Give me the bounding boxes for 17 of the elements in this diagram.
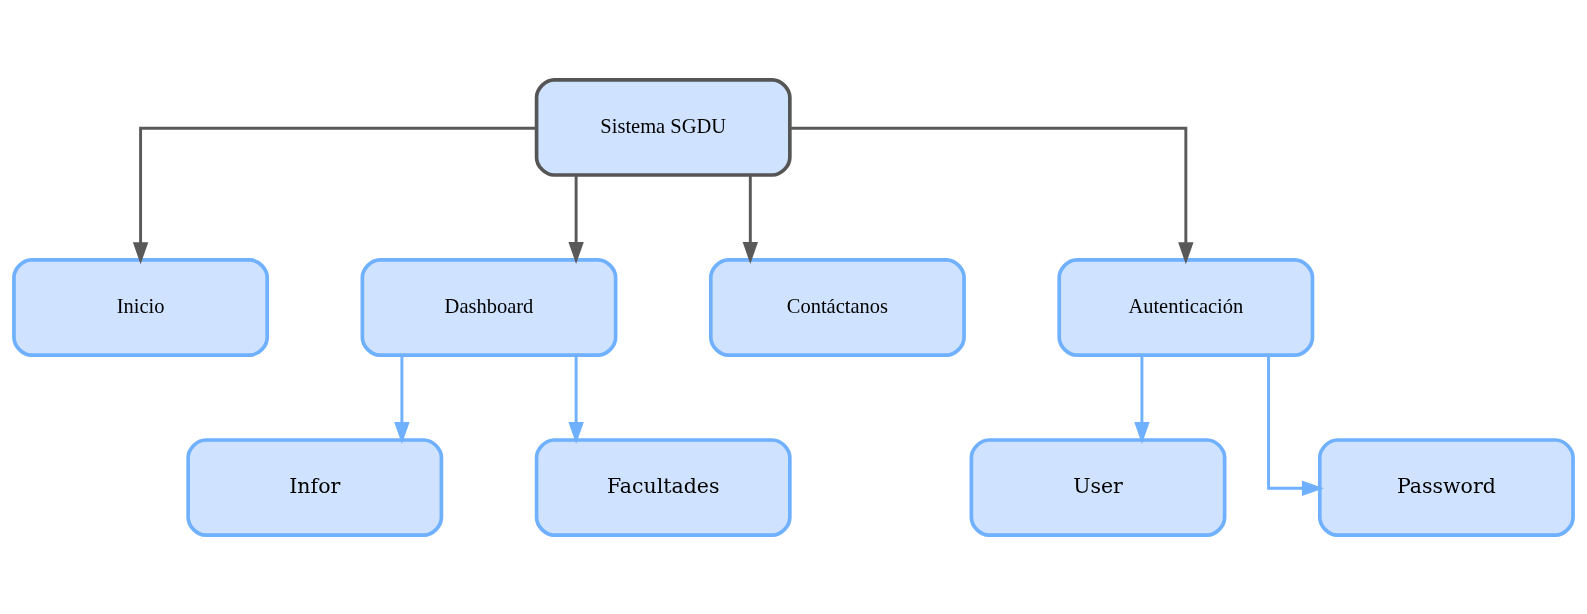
arrow — [1134, 354, 1150, 444]
arrow — [790, 126, 1194, 264]
arrow — [568, 354, 584, 444]
node-box: Dashboard — [360, 257, 618, 357]
node-box: Inicio — [12, 257, 270, 357]
node-box: Infor — [186, 437, 444, 537]
node-box: Autenticación — [1057, 257, 1315, 357]
arrow — [568, 174, 584, 264]
arrow — [394, 354, 410, 444]
node-box: Password — [1317, 437, 1575, 537]
node-box: User — [969, 437, 1227, 537]
arrow — [742, 174, 758, 264]
node-box: Sistema SGDU — [534, 77, 792, 177]
arrow — [132, 126, 536, 264]
node-box: Facultades — [534, 437, 792, 537]
node-box: Contáctanos — [708, 257, 966, 357]
arrow — [1267, 354, 1324, 496]
